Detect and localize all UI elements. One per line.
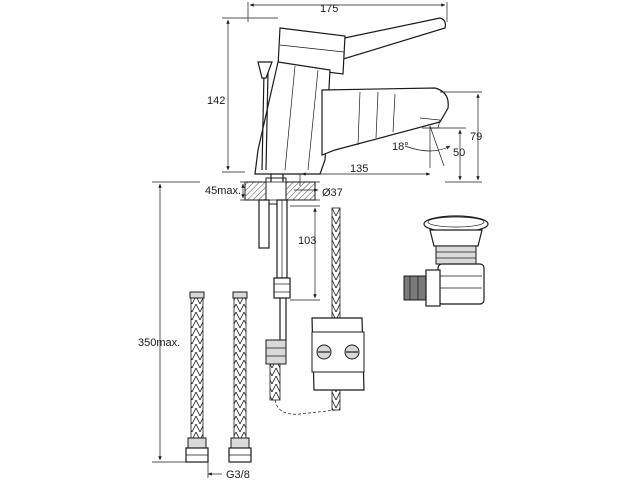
dim-hose-length: 350max.: [138, 181, 200, 463]
dim-spout-height: 79: [440, 91, 482, 183]
faucet-body: [254, 17, 449, 175]
dim-angle: 18°: [392, 125, 451, 168]
dim-width-total-label: 175: [320, 3, 338, 15]
dim-hole-dia: Ø37: [294, 187, 343, 199]
deck-section: [240, 174, 320, 205]
dim-thread: G3/8: [207, 462, 250, 480]
dim-angle-label: 18°: [392, 141, 409, 153]
supply-hose-left: [185, 291, 209, 463]
mixing-block: [311, 317, 365, 391]
dim-depth-label: 103: [298, 235, 316, 247]
dim-spout-height-label: 79: [470, 131, 482, 143]
supply-hose-right: [228, 291, 252, 463]
waste-valve: [403, 215, 489, 307]
dim-height-total: 142: [207, 17, 278, 173]
dim-height-total-label: 142: [207, 95, 225, 107]
dim-hole-dia-label: Ø37: [322, 187, 343, 199]
dim-width-total: 175: [247, 2, 448, 22]
dim-deck-max-label: 45max.: [205, 185, 241, 197]
dim-thread-label: G3/8: [226, 469, 250, 480]
dim-spout-clear-label: 50: [453, 147, 465, 159]
dim-depth: 103: [290, 205, 320, 301]
dim-reach-label: 135: [350, 163, 368, 175]
below-deck-assembly: [258, 199, 291, 340]
connector-hose: [265, 339, 337, 415]
dim-spout-clear: 50: [430, 127, 466, 181]
dim-deck-max: 45max.: [205, 183, 245, 199]
dim-hose-length-label: 350max.: [138, 337, 180, 349]
